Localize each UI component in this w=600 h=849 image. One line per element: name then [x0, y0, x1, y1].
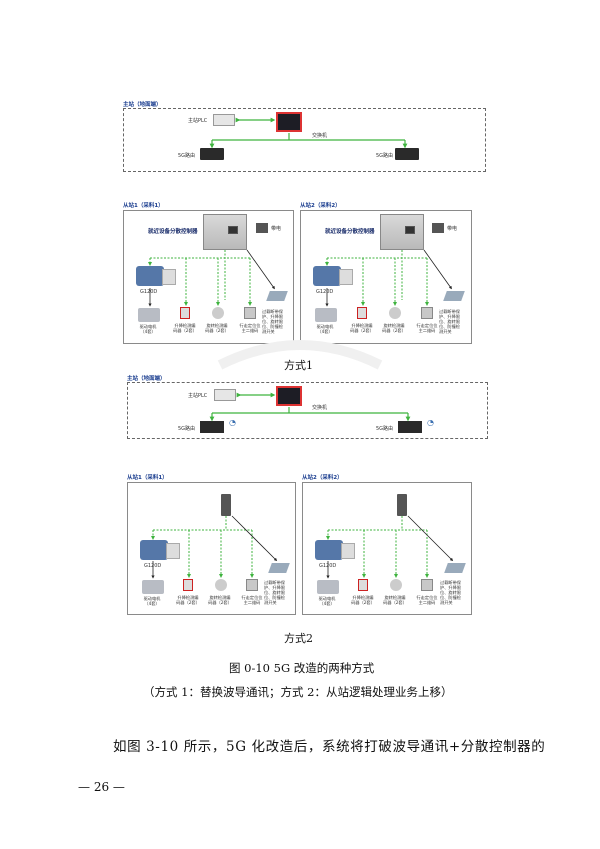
router-left-label-2: 5G路由 [178, 426, 196, 432]
cabinet2-screen [405, 226, 415, 234]
enc-device-1f [421, 307, 433, 319]
g120d-device-2b [315, 540, 343, 560]
g120d-device-1b [313, 266, 341, 286]
enc-label-1e: 旋转检测编 码器（2套） [382, 323, 406, 333]
cabinet1-title: 就近设备分散控制器 [148, 229, 198, 235]
sensor-label-3: 过载断带保 护、升降限 位、旋转限 位、防撞检 测开关 [264, 580, 285, 605]
motor-device-1b [315, 308, 337, 322]
g120d-label-1a: G120D [140, 289, 158, 295]
g120d-box-2a [166, 543, 180, 559]
motor-device-1a [138, 308, 160, 322]
cabinet1-screen [228, 226, 238, 234]
enc-device-1e [389, 307, 401, 319]
wifi-icon: ◔ [427, 418, 434, 427]
enc-label-2d: 升降检测编 码器（2套） [351, 595, 375, 605]
slave1-title-1: 从站1（采料1） [123, 203, 164, 209]
enc-device-1c [244, 307, 256, 319]
enc-label-2a: 升降检测编 码器（2套） [176, 595, 200, 605]
cabinet2-title: 就近设备分散控制器 [325, 229, 375, 235]
router-right-label-2: 5G路由 [376, 426, 394, 432]
enc-device-2f [421, 579, 433, 591]
slave2-title-1: 从站2（采料2） [300, 203, 341, 209]
motor-label-1a: 驱动电机 （4套） [139, 324, 157, 334]
slave1-box-1 [123, 210, 294, 344]
master-station-box-1 [123, 108, 486, 172]
motor-label-2a: 驱动电机 （4套） [143, 596, 161, 606]
plc-label-1: 主站PLC [188, 118, 208, 124]
router-right-label-1: 5G路由 [376, 153, 394, 159]
enc-label-1a: 升降检测编 码器（2套） [173, 323, 197, 333]
wifi-icon: ◔ [229, 418, 236, 427]
plc-label-2: 主站PLC [188, 393, 208, 399]
sensor-label-4: 过载断带保 护、升降限 位、旋转限 位、防撞检 测开关 [440, 580, 461, 605]
side-box2-device [432, 223, 444, 233]
enc-label-1c: 行走定位位 主二维码 [239, 323, 261, 333]
motor-device-2b [317, 580, 339, 594]
g120d-device-1a [136, 266, 164, 286]
switch-label-1: 交换机 [312, 133, 328, 139]
g120d-box-2b [341, 543, 355, 559]
plc-device-1 [213, 114, 235, 126]
router-left-device-1 [200, 148, 224, 160]
router-device-s1 [221, 494, 231, 516]
enc-label-1b: 旋转检测编 码器（2套） [205, 323, 229, 333]
plc-device-2 [214, 389, 236, 401]
side-box1-device [256, 223, 268, 233]
slave1-box-2 [127, 482, 296, 615]
switch-device-2 [276, 386, 302, 406]
body-paragraph: 如图 3-10 所示，5G 化改造后，系统将打破波导通讯+分散控制器的 [113, 739, 546, 755]
g120d-box-1a [162, 269, 176, 285]
router-left-label-1: 5G路由 [178, 153, 196, 159]
enc-label-2f: 行走定位位 主二维码 [416, 595, 438, 605]
enc-label-2c: 行走定位位 主二维码 [241, 595, 263, 605]
sensor-label-2: 过载断带保 护、升降限 位、旋转限 位、防撞检 测开关 [439, 309, 460, 334]
figure-subcaption: （方式 1：替换波导通讯；方式 2：从站逻辑处理业务上移） [143, 685, 453, 699]
enc-label-1f: 行走定位位 主二维码 [416, 323, 438, 333]
switch-label-2: 交换机 [312, 405, 328, 411]
enc-device-1d [357, 307, 367, 319]
sensor-label-1: 过载断带保 护、升降限 位、旋转限 位、防撞检 测开关 [262, 309, 283, 334]
enc-device-2e [390, 579, 402, 591]
motor-device-2a [142, 580, 164, 594]
router-left-device-2 [200, 421, 224, 433]
side-box2-label: 带电 [447, 226, 458, 232]
slave1-title-2: 从站1（采料1） [127, 475, 168, 481]
slave2-title-2: 从站2（采料2） [302, 475, 343, 481]
enc-label-2e: 旋转检测编 码器（2套） [383, 595, 407, 605]
g120d-box-1b [339, 269, 353, 285]
router-right-device-2 [398, 421, 422, 433]
enc-label-1d: 升降检测编 码器（2套） [350, 323, 374, 333]
g120d-label-1b: G120D [316, 289, 334, 295]
switch-device-1 [276, 112, 302, 132]
slave2-box-1 [300, 210, 472, 344]
master-station-box-2 [127, 382, 488, 439]
enc-device-2b [215, 579, 227, 591]
motor-label-1b: 驱动电机 （4套） [316, 324, 334, 334]
g120d-device-2a [140, 540, 168, 560]
enc-device-1b [212, 307, 224, 319]
router-right-device-1 [395, 148, 419, 160]
figure-caption: 图 0-10 5G 改造的两种方式 [229, 661, 375, 675]
side-box1-label: 带电 [271, 226, 282, 232]
master-station-title-1: 主站（地面端） [123, 102, 162, 108]
enc-device-2c [246, 579, 258, 591]
enc-device-2d [358, 579, 368, 591]
slave2-box-2 [302, 482, 472, 615]
master-station-title-2: 主站（地面端） [127, 376, 166, 382]
router-device-s2 [397, 494, 407, 516]
enc-device-2a [183, 579, 193, 591]
page-number: — 26 — [78, 780, 125, 794]
diagram2-caption: 方式2 [284, 632, 313, 645]
enc-device-1a [180, 307, 190, 319]
cabinet1-device [203, 214, 247, 250]
diagram1-caption: 方式1 [284, 359, 313, 372]
motor-label-2b: 驱动电机 （4套） [318, 596, 336, 606]
cabinet2-device [380, 214, 424, 250]
enc-label-2b: 旋转检测编 码器（2套） [208, 595, 232, 605]
